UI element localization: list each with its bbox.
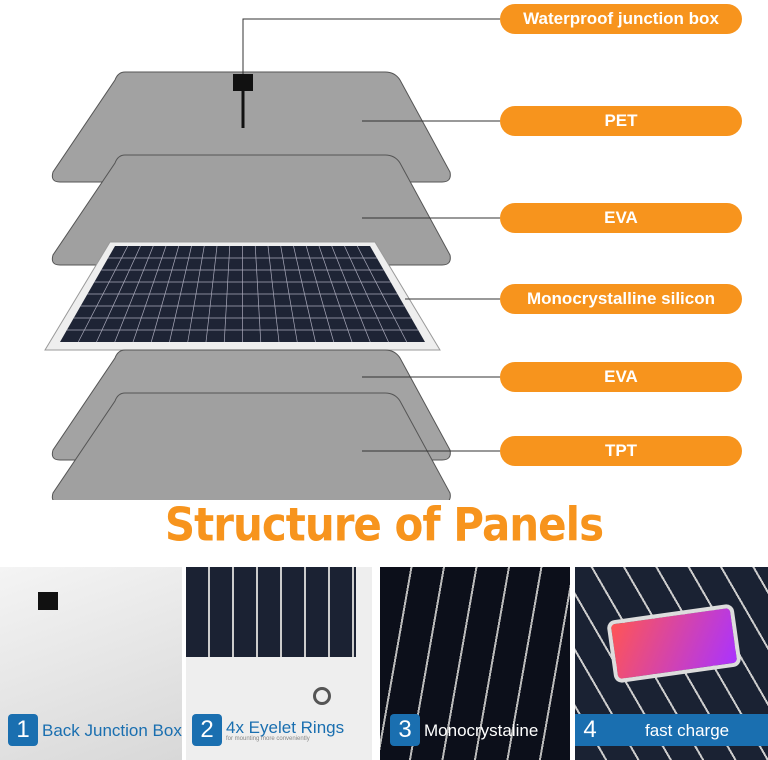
diagram-title: Structure of Panels xyxy=(164,497,604,552)
badge-number: 4 xyxy=(575,714,605,746)
callout-eva-top: EVA xyxy=(500,203,742,233)
feature-label: 4x Eyelet Rings xyxy=(226,717,345,737)
callout-mono-silicon: Monocrystalline silicon xyxy=(500,284,742,314)
feature-sublabel: for mounting more conveniently xyxy=(226,735,310,742)
badge-number: 1 xyxy=(8,714,38,746)
callout-tpt: TPT xyxy=(500,436,742,466)
junction-box-leader xyxy=(242,18,500,75)
feature-label: Back Junction Box xyxy=(42,720,182,740)
photo-fast-charge: 4 fast charge xyxy=(575,567,768,760)
callout-junction-box: Waterproof junction box xyxy=(500,4,742,34)
feature-label: fast charge xyxy=(645,720,730,740)
callout-pet: PET xyxy=(500,106,742,136)
junction-box-icon xyxy=(233,74,253,91)
badge-number: 3 xyxy=(390,714,420,746)
layer-eva-top xyxy=(51,154,451,266)
eyelet-ring-icon xyxy=(313,687,331,705)
phone-image xyxy=(606,603,742,684)
callout-eva-bottom: EVA xyxy=(500,362,742,392)
badge-number: 2 xyxy=(192,714,222,746)
layer-tpt xyxy=(51,392,451,500)
layer-diagram xyxy=(44,18,500,500)
junction-box-icon xyxy=(38,592,58,610)
feature-label: Monocrystaline xyxy=(424,720,539,740)
panel-cells xyxy=(186,567,356,657)
